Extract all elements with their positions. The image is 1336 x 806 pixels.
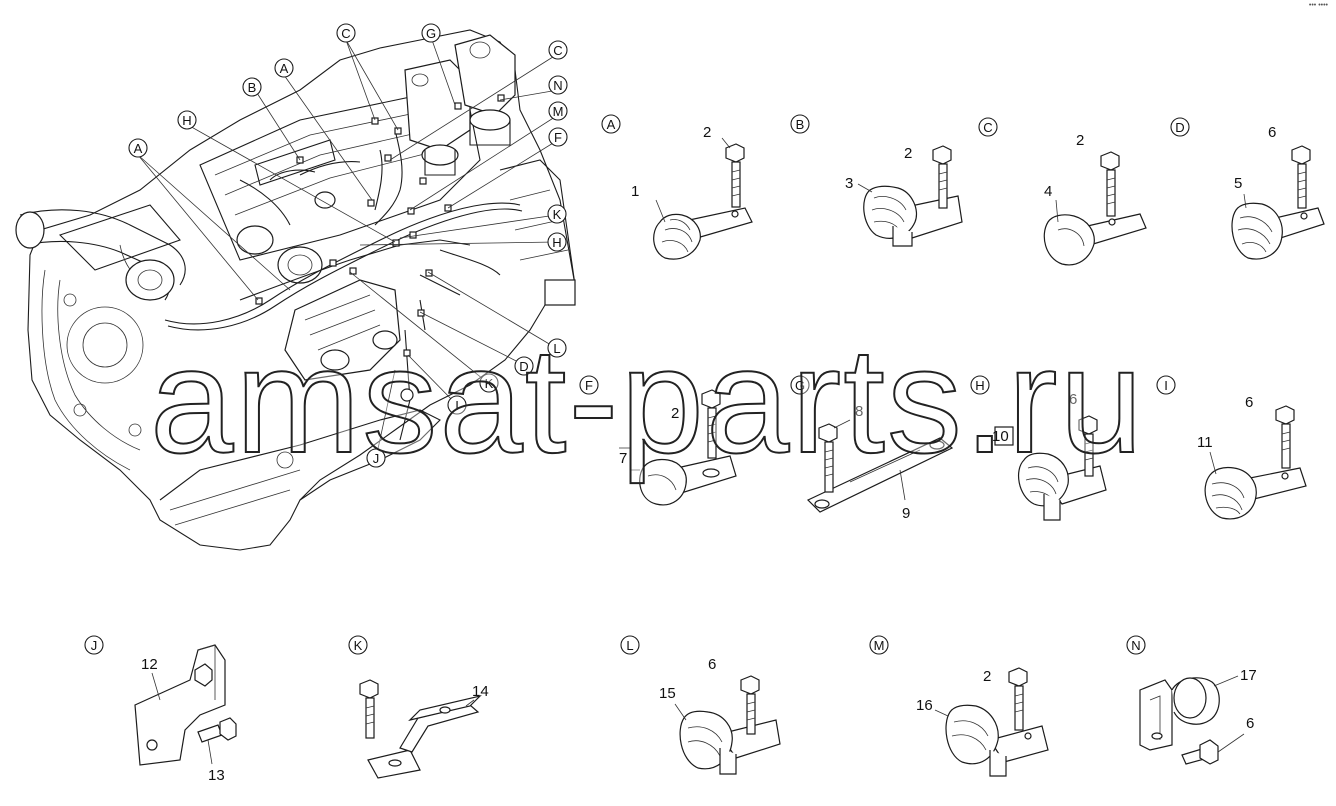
svg-text:6: 6 [1268,124,1276,141]
detail-d: D 5 6 [1170,117,1325,260]
svg-text:2: 2 [1076,132,1084,149]
detail-f: F 7 2 [579,375,737,506]
callout-n: N [548,75,568,95]
detail-l: L 15 6 [620,635,781,775]
corner-mark: ••• •••• [1308,2,1328,9]
engine-assembly-drawing [15,29,576,551]
svg-text:K: K [553,207,562,222]
svg-text:K: K [485,376,494,391]
detail-b: B 3 2 [790,114,963,247]
svg-text:N: N [553,78,562,93]
svg-text:J: J [373,451,380,466]
svg-text:2: 2 [983,668,991,685]
svg-text:10: 10 [992,428,1009,445]
callout-h-left: H [177,110,197,130]
svg-text:12: 12 [141,656,158,673]
svg-text:16: 16 [916,697,933,714]
callout-d: D [514,356,534,376]
svg-text:H: H [182,113,191,128]
svg-text:6: 6 [708,656,716,673]
engine-callouts: A A B C C G N M F K H H L D K I J [128,23,568,468]
svg-text:M: M [874,638,885,653]
svg-text:G: G [795,378,805,393]
callout-c-top: C [336,23,356,43]
svg-text:L: L [553,341,560,356]
svg-text:G: G [426,26,436,41]
svg-text:17: 17 [1240,667,1257,684]
svg-text:C: C [983,120,992,135]
detail-c: C 4 2 [978,117,1147,266]
svg-text:2: 2 [904,145,912,162]
svg-text:6: 6 [1069,391,1077,408]
svg-text:H: H [975,378,984,393]
svg-text:C: C [553,43,562,58]
svg-text:8: 8 [855,403,863,420]
detail-h: H 10 6 [970,375,1107,521]
svg-text:11: 11 [1197,434,1213,451]
svg-text:I: I [1164,378,1168,393]
svg-text:D: D [1175,120,1184,135]
svg-text:J: J [91,638,98,653]
detail-a: A 1 2 [601,114,753,260]
svg-text:B: B [248,80,257,95]
detail-n: N 17 6 [1126,635,1257,765]
svg-text:2: 2 [703,124,711,141]
svg-text:H: H [552,235,561,250]
svg-text:I: I [455,398,459,413]
callout-f: F [548,127,568,147]
svg-text:K: K [354,638,363,653]
callout-c-right: C [548,40,568,60]
svg-text:15: 15 [659,685,676,702]
svg-text:L: L [626,638,633,653]
svg-text:C: C [341,26,350,41]
svg-text:D: D [519,359,528,374]
svg-text:2: 2 [671,405,679,422]
detail-m: M 16 2 [869,635,1049,777]
callout-g: G [421,23,441,43]
callout-j: J [366,448,386,468]
svg-text:9: 9 [902,505,910,522]
callout-k-right: K [547,204,567,224]
callout-b: B [242,77,262,97]
svg-text:6: 6 [1245,394,1253,411]
detail-views: A 1 2 B 3 [84,114,1325,784]
svg-text:B: B [796,117,805,132]
svg-text:A: A [134,141,143,156]
callout-k-lower: K [479,373,499,393]
detail-k: K 14 [348,635,489,779]
svg-text:N: N [1131,638,1140,653]
detail-g: G 8 9 [790,375,954,522]
svg-text:4: 4 [1044,183,1052,200]
callout-h-right: H [547,232,567,252]
svg-text:F: F [585,378,593,393]
detail-j: J 12 13 [84,635,237,784]
svg-text:1: 1 [631,183,639,200]
svg-text:14: 14 [472,683,489,700]
svg-text:F: F [554,130,562,145]
svg-text:A: A [607,117,616,132]
svg-text:3: 3 [845,175,853,192]
svg-text:6: 6 [1246,715,1254,732]
svg-text:7: 7 [619,450,627,467]
svg-text:13: 13 [208,767,225,784]
callout-l: L [547,338,567,358]
svg-text:A: A [280,61,289,76]
callout-i: I [447,395,467,415]
svg-text:5: 5 [1234,175,1242,192]
detail-i: I 11 6 [1156,375,1307,520]
svg-text:M: M [553,104,564,119]
callout-a-upper: A [274,58,294,78]
callout-a-left: A [128,138,148,158]
callout-m: M [548,101,568,121]
